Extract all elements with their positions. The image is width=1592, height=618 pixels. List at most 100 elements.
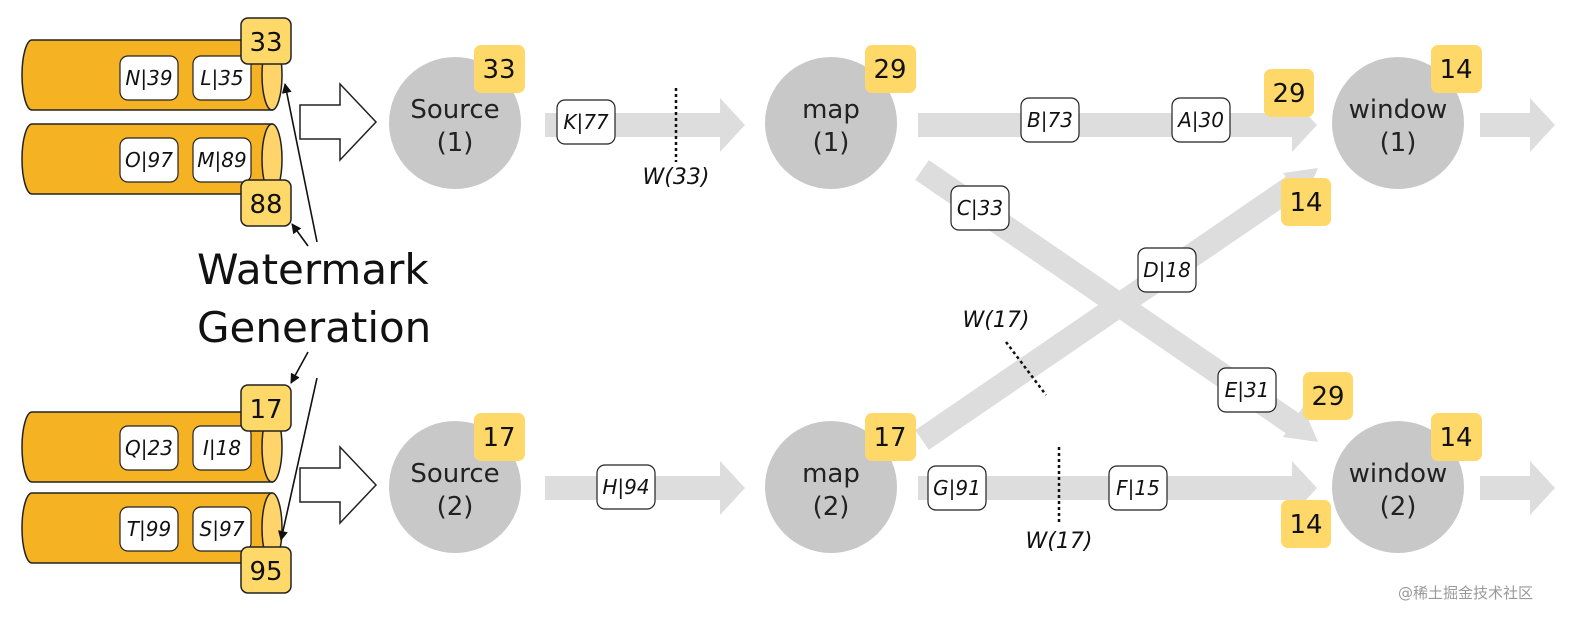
watermark-value: 14 (1289, 188, 1322, 218)
event-box: D|18 (1137, 247, 1197, 293)
event-label: L|35 (200, 66, 243, 90)
watermark-value: 33 (249, 28, 282, 58)
node-index: (2) (1380, 492, 1417, 522)
event-label: D|18 (1143, 258, 1191, 282)
input-watermark-badge: 14 (1281, 178, 1331, 226)
node-name: Source (410, 95, 499, 125)
caption-line1: Watermark (197, 245, 429, 294)
event-label: G|91 (933, 476, 981, 500)
event-box: E|31 (1217, 367, 1277, 413)
event-label: O|97 (125, 148, 173, 172)
watermark-badge: 17 (865, 413, 916, 461)
partition-1: N|39 L|35 33 (21, 17, 292, 111)
event-box: A|30 (1171, 97, 1231, 143)
watermark-value: 17 (873, 423, 906, 453)
watermark-badge: 95 (240, 546, 292, 594)
event-label: N|39 (125, 66, 172, 90)
node-window-1: window (1) 14 (1332, 45, 1482, 189)
watermark-value: 17 (249, 395, 282, 425)
watermark-badge: 33 (474, 45, 525, 93)
node-name: window (1349, 459, 1448, 489)
site-watermark: @稀土掘金技术社区 (1398, 584, 1533, 602)
node-source-1: Source (1) 33 (389, 45, 525, 189)
event-box: S|97 (192, 506, 252, 552)
event-label: I|18 (203, 436, 241, 460)
event-box: G|91 (927, 465, 987, 511)
node-name: Source (410, 459, 499, 489)
event-label: H|94 (602, 475, 649, 499)
partition-4: T|99 S|97 95 (21, 492, 292, 594)
event-box: B|73 (1020, 97, 1080, 143)
event-box: M|89 (192, 137, 252, 183)
watermark-marker-label: W(17) (1026, 529, 1093, 554)
hollow-arrow-to-source2 (299, 445, 378, 525)
event-label: E|31 (1225, 378, 1270, 402)
event-box: T|99 (119, 506, 179, 552)
watermark-value: 14 (1289, 510, 1322, 540)
event-label: T|99 (127, 517, 171, 541)
watermark-badge: 29 (865, 45, 916, 93)
partition-3: Q|23 I|18 17 (21, 384, 292, 483)
node-name: map (802, 459, 860, 489)
watermark-value: 17 (482, 423, 515, 453)
stream-arrow-window2-out (1480, 461, 1555, 515)
watermark-value: 14 (1439, 423, 1472, 453)
event-label: M|89 (197, 148, 246, 172)
event-box: H|94 (596, 464, 656, 510)
event-label: F|15 (1116, 476, 1160, 500)
node-index: (2) (813, 492, 850, 522)
event-box: F|15 (1108, 465, 1168, 511)
event-box: L|35 (192, 55, 252, 101)
node-name: map (802, 95, 860, 125)
node-map-1: map (1) 29 (765, 45, 916, 189)
stream-arrow-source1-map1 (545, 98, 745, 152)
caption-line2: Generation (197, 303, 431, 352)
event-label: A|30 (1176, 108, 1224, 132)
watermark-value: 29 (873, 55, 906, 85)
watermark-marker: W(33) (643, 88, 710, 190)
event-box: K|77 (556, 99, 616, 145)
watermark-value: 29 (1272, 79, 1305, 109)
hollow-arrow-to-source1 (299, 82, 378, 162)
node-source-2: Source (2) 17 (389, 413, 525, 553)
event-box: Q|23 (119, 425, 179, 471)
watermark-marker-label: W(17) (963, 308, 1030, 333)
event-label: K|77 (563, 110, 609, 134)
node-map-2: map (2) 17 (765, 413, 916, 553)
watermark-marker-label: W(33) (643, 165, 710, 190)
node-index: (1) (813, 128, 850, 158)
watermark-marker: W(17) (963, 308, 1047, 396)
pointer-arrows (278, 83, 318, 541)
event-box: N|39 (119, 55, 179, 101)
watermark-badge: 33 (240, 17, 292, 65)
input-watermark-badge: 14 (1281, 500, 1331, 548)
event-label: C|33 (957, 196, 1003, 220)
node-index: (1) (437, 128, 474, 158)
stream-arrow-window1-out (1480, 98, 1555, 152)
node-name: window (1349, 95, 1448, 125)
event-label: Q|23 (125, 436, 173, 460)
watermark-value: 88 (249, 190, 282, 220)
partition-2: O|97 M|89 88 (21, 123, 292, 227)
watermark-value: 14 (1439, 55, 1472, 85)
node-index: (2) (437, 492, 474, 522)
event-label: B|73 (1027, 108, 1073, 132)
event-box: C|33 (950, 185, 1010, 231)
stream-arrow-map1-window1 (918, 98, 1317, 152)
watermark-badge: 14 (1431, 45, 1482, 93)
input-watermark-badge: 29 (1264, 69, 1314, 117)
watermark-value: 29 (1311, 382, 1344, 412)
event-box: O|97 (119, 137, 179, 183)
watermark-value: 33 (482, 55, 515, 85)
event-label: S|97 (200, 517, 245, 541)
input-watermark-badge: 29 (1303, 372, 1353, 420)
watermark-badge: 17 (240, 384, 292, 432)
watermark-marker: W(17) (1026, 447, 1093, 554)
event-box: I|18 (192, 425, 252, 471)
watermark-badge: 88 (240, 179, 292, 227)
node-index: (1) (1380, 128, 1417, 158)
node-window-2: window (2) 14 (1332, 413, 1482, 553)
watermark-badge: 17 (474, 413, 525, 461)
watermark-value: 95 (249, 557, 282, 587)
